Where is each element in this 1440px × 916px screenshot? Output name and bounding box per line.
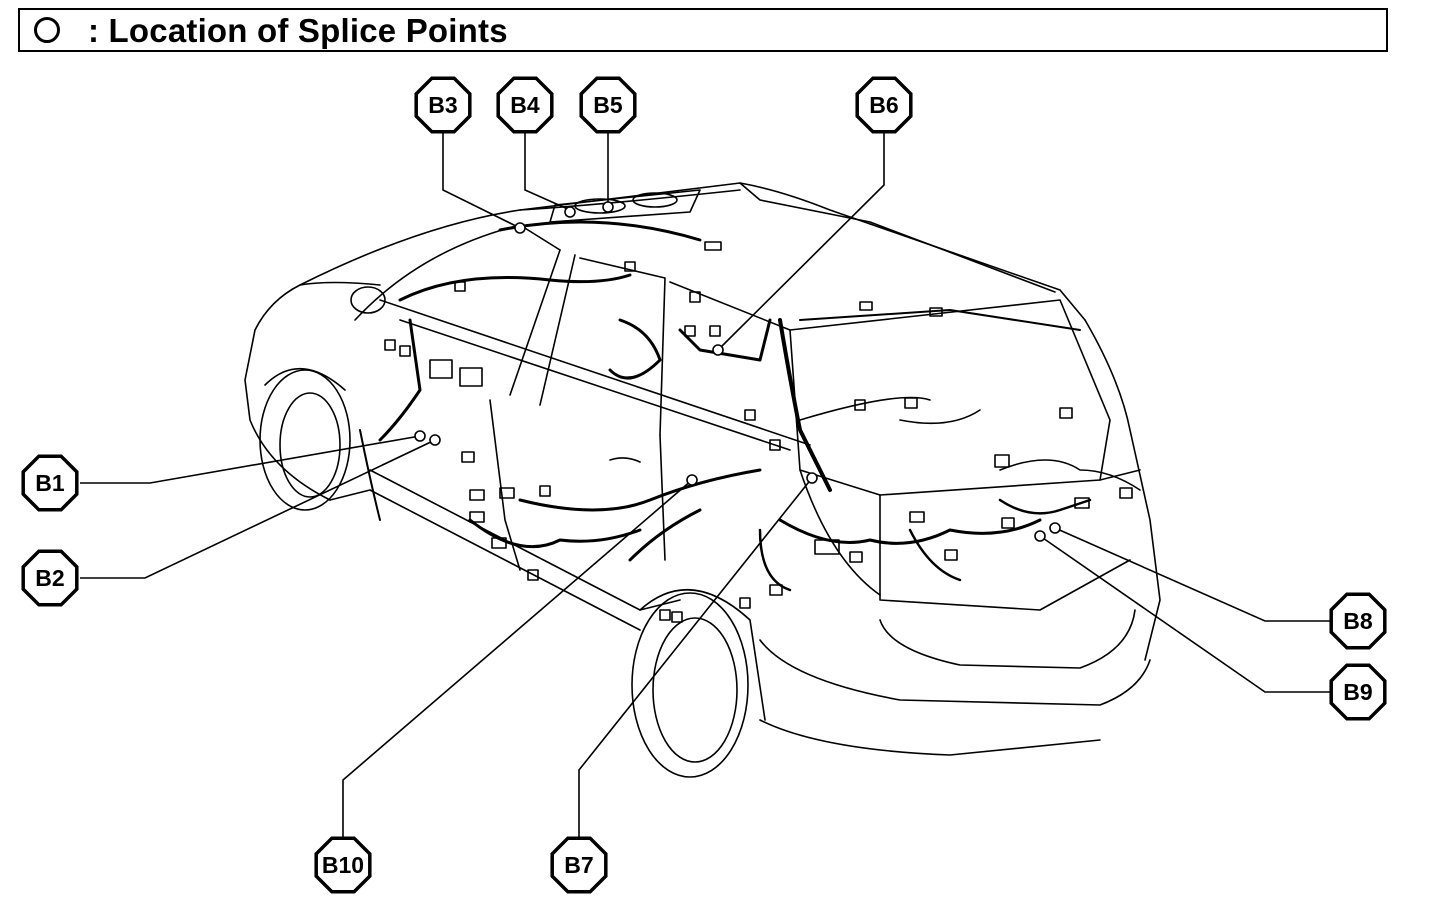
octagon-badge-icon bbox=[1329, 592, 1387, 650]
callout-label: B1 bbox=[35, 470, 65, 496]
splice-point-b2 bbox=[429, 434, 441, 446]
leader-line-b10 bbox=[342, 479, 693, 838]
octagon-badge-icon bbox=[855, 76, 913, 134]
callout-label: B8 bbox=[1343, 608, 1373, 634]
callout-b8: B8 bbox=[1329, 592, 1387, 650]
splice-point-b5 bbox=[602, 201, 614, 213]
octagon-badge-icon bbox=[1329, 663, 1387, 721]
leader-line-b7 bbox=[578, 477, 813, 838]
octagon-badge-icon bbox=[21, 549, 79, 607]
callout-label: B5 bbox=[593, 92, 623, 118]
page-title: : Location of Splice Points bbox=[88, 12, 508, 49]
callout-b6: B6 bbox=[855, 76, 913, 134]
splice-point-b9 bbox=[1034, 530, 1046, 542]
callout-b1: B1 bbox=[21, 454, 79, 512]
splice-point-b4 bbox=[564, 206, 576, 218]
splice-point-b3 bbox=[514, 222, 526, 234]
callout-label: B9 bbox=[1343, 679, 1372, 705]
octagon-badge-icon bbox=[414, 76, 472, 134]
leader-line-b2 bbox=[80, 439, 436, 579]
callout-b4: B4 bbox=[496, 76, 554, 134]
octagon-badge-icon bbox=[579, 76, 637, 134]
splice-point-b1 bbox=[414, 430, 426, 442]
callout-label: B6 bbox=[869, 92, 898, 118]
vehicle-line-drawing bbox=[244, 182, 1161, 778]
octagon-badge-icon bbox=[314, 836, 372, 894]
callout-b10: B10 bbox=[314, 836, 372, 894]
leader-line-b3 bbox=[442, 132, 521, 229]
leader-line-b8 bbox=[1054, 527, 1330, 622]
leader-line-b9 bbox=[1039, 535, 1330, 693]
callout-label: B4 bbox=[510, 92, 540, 118]
leader-line-b6 bbox=[717, 132, 885, 351]
callout-b7: B7 bbox=[550, 836, 608, 894]
callout-label: B2 bbox=[35, 565, 64, 591]
splice-point-b8 bbox=[1049, 522, 1061, 534]
callout-b3: B3 bbox=[414, 76, 472, 134]
octagon-badge-icon bbox=[496, 76, 554, 134]
splice-point-b6 bbox=[712, 344, 724, 356]
callout-label: B10 bbox=[322, 852, 364, 878]
callout-b5: B5 bbox=[579, 76, 637, 134]
splice-points bbox=[414, 201, 1061, 542]
callout-b2: B2 bbox=[21, 549, 79, 607]
callout-b9: B9 bbox=[1329, 663, 1387, 721]
leader-line-b1 bbox=[80, 435, 421, 484]
octagon-badge-icon bbox=[550, 836, 608, 894]
splice-point-b7 bbox=[806, 472, 818, 484]
leader-lines bbox=[80, 132, 1330, 838]
legend-header: : Location of Splice Points bbox=[18, 8, 1388, 52]
leader-line-b4 bbox=[524, 132, 571, 211]
circle-icon bbox=[34, 17, 60, 43]
splice-point-b10 bbox=[686, 474, 698, 486]
callout-label: B7 bbox=[564, 852, 593, 878]
octagon-badge-icon bbox=[21, 454, 79, 512]
callout-label: B3 bbox=[428, 92, 457, 118]
